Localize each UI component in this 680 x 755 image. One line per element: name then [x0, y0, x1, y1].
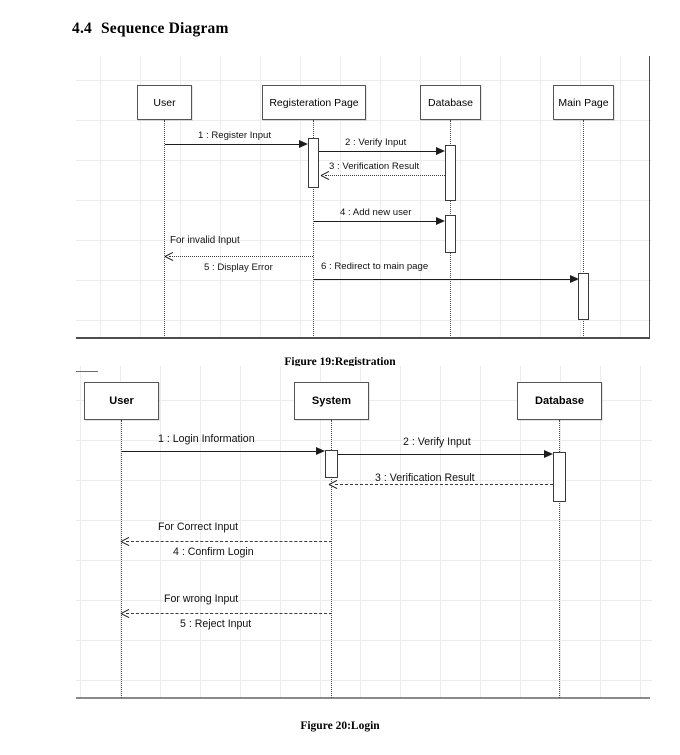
participant-box-database[interactable]: Database: [420, 85, 481, 120]
participant-label: Main Page: [558, 96, 609, 109]
diagram-frame-right: [649, 56, 651, 338]
sequence-diagram-registration: User Registeration Page Database Main Pa…: [76, 56, 652, 339]
activation-bar-registeration-page: [308, 138, 319, 188]
participant-label: Registeration Page: [269, 96, 359, 109]
guard-label-for-wrong-input: For wrong Input: [164, 593, 239, 605]
message-line-4: [314, 221, 437, 222]
lifeline-main-page: [583, 120, 584, 338]
message-label-2: 2 : Verify Input: [345, 137, 407, 148]
message-label-5: 5 : Reject Input: [180, 618, 252, 630]
message-label-5: 5 : Display Error: [204, 262, 273, 273]
section-number: 4.4: [72, 20, 92, 37]
message-label-3: 3 : Verification Result: [329, 161, 420, 172]
message-label-6: 6 : Redirect to main page: [321, 261, 429, 272]
activation-bar-database-add-user: [445, 215, 456, 253]
message-arrowhead-2: [544, 450, 553, 458]
diagram-frame-bottom: [76, 337, 650, 339]
lifeline-user: [121, 420, 122, 698]
activation-bar-system: [325, 450, 338, 478]
message-arrowhead-4: [436, 217, 445, 225]
diagram-frame-bottom: [76, 697, 650, 699]
participant-box-database[interactable]: Database: [517, 382, 602, 420]
participant-label: User: [153, 96, 176, 109]
activation-bar-database-verify: [445, 145, 456, 201]
message-label-2: 2 : Verify Input: [403, 436, 471, 448]
section-title-text: Sequence Diagram: [100, 20, 229, 37]
message-arrowhead-6: [570, 275, 579, 283]
message-line-6: [314, 279, 571, 280]
participant-box-system[interactable]: System: [294, 382, 369, 420]
message-line-5: [169, 256, 313, 257]
message-line-3: [325, 175, 445, 176]
message-label-1: 1 : Register Input: [198, 130, 272, 141]
participant-label: Database: [428, 96, 473, 109]
lifeline-system: [331, 420, 332, 698]
guard-label-for-correct-input: For Correct Input: [158, 521, 239, 533]
lifeline-user: [164, 120, 165, 338]
participant-label: User: [109, 395, 134, 407]
activation-bar-database: [553, 452, 566, 502]
message-line-2: [338, 454, 546, 455]
lifeline-database: [559, 420, 560, 698]
participant-label: System: [311, 395, 352, 407]
figure-caption-19: Figure 19:Registration: [284, 356, 396, 368]
message-line-2: [319, 151, 437, 152]
message-label-4: 4 : Add new user: [340, 207, 412, 218]
message-arrowhead-1: [316, 447, 325, 455]
message-arrowhead-2: [436, 147, 445, 155]
participant-box-registeration-page[interactable]: Registeration Page: [262, 85, 366, 120]
lifeline-registeration-page: [313, 120, 314, 338]
message-line-4: [126, 541, 332, 542]
message-label-1: 1 : Login Information: [158, 433, 255, 445]
guard-label-for-invalid-input: For invalid Input: [170, 235, 240, 246]
page-title: 4.4 Sequence Diagram: [72, 20, 229, 38]
participant-label: Database: [535, 395, 584, 407]
participant-box-main-page[interactable]: Main Page: [553, 85, 614, 120]
diagram-corner-tick: [76, 371, 98, 373]
message-label-4: 4 : Confirm Login: [173, 546, 254, 558]
participant-box-user[interactable]: User: [137, 85, 192, 120]
activation-bar-main-page: [578, 273, 589, 320]
message-arrowhead-1: [299, 140, 308, 148]
sequence-diagram-login: User System Database 1 : Login Informati…: [76, 366, 652, 699]
figure-caption-20: Figure 20:Login: [300, 720, 380, 732]
participant-box-user[interactable]: User: [84, 382, 159, 420]
message-label-3: 3 : Verification Result: [375, 472, 475, 484]
message-line-1: [165, 144, 300, 145]
message-line-1: [122, 451, 318, 452]
message-line-3: [335, 484, 553, 485]
message-line-5: [126, 613, 332, 614]
